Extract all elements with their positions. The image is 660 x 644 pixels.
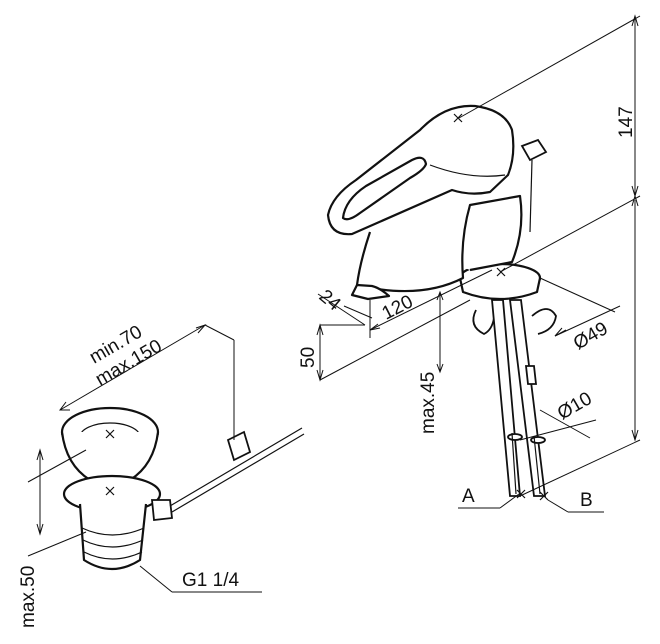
dim-147-label: 147 xyxy=(616,106,637,138)
drain-nut xyxy=(151,499,173,521)
dim-max45-label: max.45 xyxy=(418,372,439,434)
popup-knob xyxy=(520,138,548,162)
hose-a-label: A xyxy=(462,486,475,507)
hose-clip xyxy=(524,365,538,385)
drain-clip xyxy=(226,430,252,462)
dim-10-label: Ø10 xyxy=(554,388,596,424)
hose-b-end xyxy=(530,436,546,444)
drain-rod-2 xyxy=(171,433,305,513)
fixing-left xyxy=(472,309,495,336)
hose-lines xyxy=(511,432,541,495)
hose-b-mark xyxy=(539,491,549,501)
dim-24-label: 24 xyxy=(315,286,345,316)
dim-50-label: 50 xyxy=(298,347,319,368)
drain-thread-label: G1 1/4 xyxy=(182,570,239,591)
faucet-base-side xyxy=(458,277,542,301)
faucet-body xyxy=(355,194,523,293)
fixing-right xyxy=(531,308,557,335)
drain-dimensions xyxy=(27,323,262,593)
drain-center-marks xyxy=(105,429,115,496)
faucet-dimensions xyxy=(316,14,641,513)
faucet-spout xyxy=(350,283,391,301)
drain-rod-1 xyxy=(169,427,303,507)
drain-max50-label: max.50 xyxy=(18,566,39,628)
drain xyxy=(60,406,305,571)
hose-a-mark xyxy=(516,489,526,499)
hose-b xyxy=(508,299,547,497)
dim-49-label: Ø49 xyxy=(570,318,612,354)
drain-cap-side xyxy=(60,431,160,482)
popup-rod xyxy=(529,159,533,233)
lever-edge xyxy=(429,164,506,177)
lever-center-mark xyxy=(453,113,463,123)
lever-slot xyxy=(341,156,428,221)
drain-thread xyxy=(81,527,145,560)
hose-a-end xyxy=(507,433,523,441)
hose-b-label: B xyxy=(580,490,593,511)
drain-body xyxy=(78,503,148,571)
faucet xyxy=(326,104,557,501)
